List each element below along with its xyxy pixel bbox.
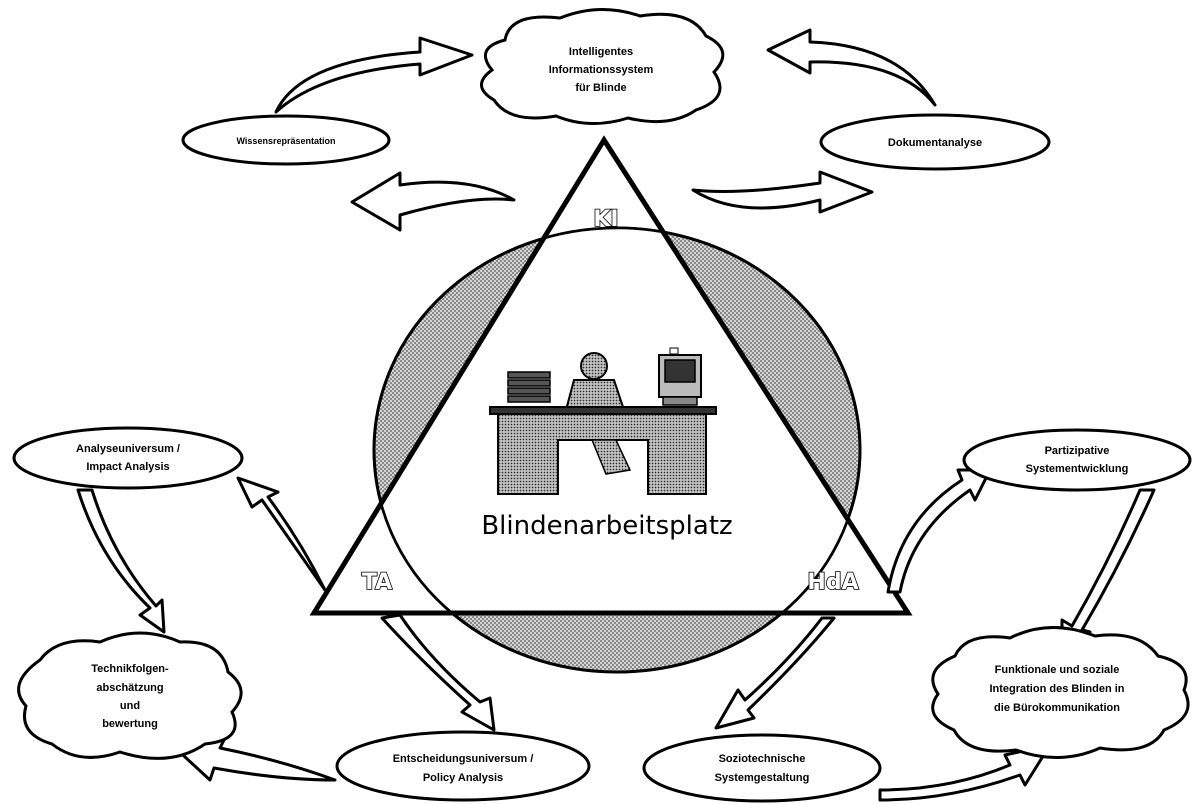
node-intelligentes-line1: Intelligentes bbox=[569, 46, 633, 58]
center-title: Blindenarbeitsplatz bbox=[481, 511, 732, 541]
node-funktionale-line1: Funktionale und soziale bbox=[995, 664, 1120, 676]
arrow-entscheidung-to-technik bbox=[170, 736, 337, 782]
arrows bbox=[76, 28, 1156, 802]
office-desk-illustration bbox=[489, 347, 717, 495]
arrow-dokument-to-top bbox=[766, 28, 937, 107]
node-intelligentes-line3: für Blinde bbox=[575, 82, 626, 94]
node-partizipative-line1: Partizipative bbox=[1045, 445, 1110, 457]
arrow-hda-to-sozio bbox=[714, 616, 836, 730]
node-wissens: Wissensrepräsentation bbox=[237, 136, 336, 146]
node-technik-line3: und bbox=[120, 700, 140, 712]
node-analyse-line1: Analyseuniversum / bbox=[76, 443, 180, 455]
central-triangle bbox=[309, 135, 913, 616]
node-partizipative-line2: Systementwicklung bbox=[1026, 463, 1129, 475]
ellipse-analyseuniversum bbox=[12, 426, 244, 490]
cloud-funktionale-integration bbox=[931, 626, 1190, 759]
cloud-technikfolgenabschaetzung bbox=[17, 631, 243, 760]
arrow-sozio-to-funktionale bbox=[878, 743, 1052, 802]
corner-label-right: HdA bbox=[807, 570, 858, 595]
node-intelligentes-line2: Informationssystem bbox=[549, 64, 654, 76]
ellipse-partizipative bbox=[962, 428, 1192, 492]
node-technik-line4: bewertung bbox=[102, 718, 158, 730]
node-sozio-line2: Systemgestaltung bbox=[715, 772, 810, 784]
node-analyse-line2: Impact Analysis bbox=[86, 461, 169, 473]
node-funktionale-line2: Integration des Blinden in bbox=[989, 683, 1124, 695]
ellipse-entscheidungsuniversum bbox=[335, 730, 591, 802]
node-funktionale-line3: die Bürokommunikation bbox=[994, 702, 1120, 714]
corner-label-top: KI bbox=[593, 207, 618, 232]
node-technik-line1: Technikfolgen- bbox=[91, 663, 169, 675]
arrow-tri-to-dokument bbox=[691, 170, 874, 214]
arrow-analyse-to-technik bbox=[76, 488, 166, 634]
node-sozio-line1: Soziotechnische bbox=[719, 753, 806, 765]
node-entscheidung-line1: Entscheidungsuniversum / bbox=[393, 753, 534, 765]
node-entscheidung-line2: Policy Analysis bbox=[423, 772, 503, 784]
corner-label-left: TA bbox=[362, 570, 392, 595]
node-dokument: Dokumentanalyse bbox=[888, 137, 982, 149]
arrow-hda-to-partizipative bbox=[886, 468, 992, 594]
ellipse-dokumentanalyse bbox=[819, 113, 1051, 171]
node-technik-line2: abschätzung bbox=[96, 682, 163, 694]
arrow-ta-to-analyse bbox=[236, 476, 327, 592]
ellipse-soziotechnische bbox=[642, 733, 882, 803]
arrow-ta-to-entscheidung bbox=[380, 613, 496, 732]
arrow-wissens-to-top bbox=[274, 36, 474, 114]
arrow-tri-to-wissens bbox=[350, 171, 516, 232]
ellipse-wissensrepraesentation bbox=[181, 114, 391, 166]
cloud-intelligentes-informationssystem bbox=[480, 8, 725, 126]
